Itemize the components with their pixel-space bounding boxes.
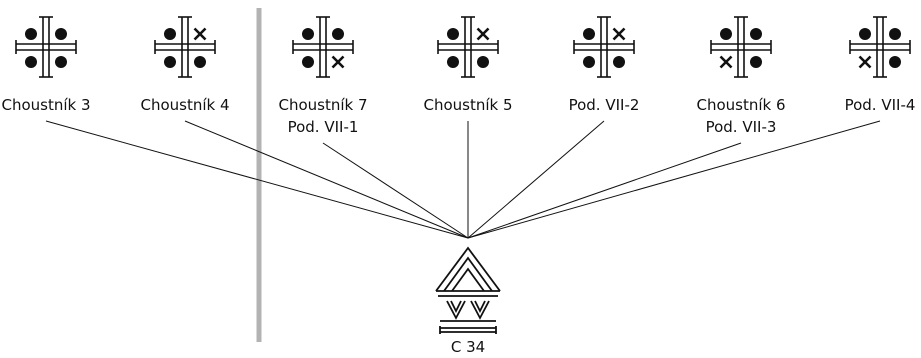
node-label: Pod. VII-3 bbox=[706, 118, 777, 136]
quadrant-dot-icon bbox=[164, 28, 176, 40]
cross-stamp-icon bbox=[710, 16, 772, 78]
quadrant-x-icon bbox=[612, 27, 626, 41]
node-label: Pod. VII-4 bbox=[845, 96, 916, 114]
quadrant-dot-icon bbox=[583, 28, 595, 40]
quadrant-x-icon bbox=[719, 55, 733, 69]
quadrant-dot-icon bbox=[55, 56, 67, 68]
cross-stamp-icon bbox=[154, 16, 216, 78]
quadrant-x-icon bbox=[193, 27, 207, 41]
stamp-nodes: Choustník 3 Choustník 4 Choustník 7 Pod. VI… bbox=[1, 16, 916, 136]
cross-stamp-icon bbox=[437, 16, 499, 78]
quadrant-dot-icon bbox=[302, 28, 314, 40]
connector-line bbox=[184, 120, 469, 239]
cross-stamp-icon bbox=[573, 16, 635, 78]
stamp-node: Choustník 4 bbox=[140, 16, 230, 114]
quadrant-dot-icon bbox=[447, 28, 459, 40]
quadrant-dot-icon bbox=[447, 56, 459, 68]
quadrant-dot-icon bbox=[164, 56, 176, 68]
node-label: Choustník 6 bbox=[696, 96, 785, 114]
node-label: Choustník 3 bbox=[1, 96, 90, 114]
node-label: Choustník 4 bbox=[140, 96, 229, 114]
quadrant-dot-icon bbox=[720, 28, 732, 40]
quadrant-dot-icon bbox=[332, 28, 344, 40]
connector-line bbox=[467, 142, 742, 239]
quadrant-x-icon bbox=[331, 55, 345, 69]
quadrant-dot-icon bbox=[302, 56, 314, 68]
quadrant-x-icon bbox=[476, 27, 490, 41]
quadrant-dot-icon bbox=[55, 28, 67, 40]
quadrant-x-icon bbox=[858, 55, 872, 69]
source-mark-icon bbox=[435, 246, 501, 334]
quadrant-dot-icon bbox=[750, 28, 762, 40]
node-label: Choustník 7 bbox=[278, 96, 367, 114]
stamp-node: Choustník 7 Pod. VII-1 bbox=[278, 16, 368, 136]
quadrant-dot-icon bbox=[583, 56, 595, 68]
quadrant-dot-icon bbox=[25, 56, 37, 68]
node-label: Pod. VII-1 bbox=[288, 118, 359, 136]
cross-stamp-icon bbox=[849, 16, 911, 78]
stamp-node: Choustník 5 bbox=[423, 16, 513, 114]
connector-line bbox=[322, 142, 469, 239]
node-label: Choustník 5 bbox=[423, 96, 512, 114]
cross-stamp-icon bbox=[15, 16, 77, 78]
source-label: C 34 bbox=[451, 338, 485, 356]
cross-stamp-icon bbox=[292, 16, 354, 78]
quadrant-dot-icon bbox=[889, 56, 901, 68]
stamp-node: Pod. VII-2 bbox=[569, 16, 640, 114]
quadrant-dot-icon bbox=[889, 28, 901, 40]
quadrant-dot-icon bbox=[859, 28, 871, 40]
connector-line bbox=[467, 120, 881, 239]
connector-line bbox=[45, 120, 469, 239]
quadrant-dot-icon bbox=[613, 56, 625, 68]
node-label: Pod. VII-2 bbox=[569, 96, 640, 114]
stamp-node: Choustník 6 Pod. VII-3 bbox=[696, 16, 786, 136]
quadrant-dot-icon bbox=[194, 56, 206, 68]
connector-lines bbox=[45, 120, 881, 239]
quadrant-dot-icon bbox=[750, 56, 762, 68]
connector-line bbox=[467, 120, 605, 239]
quadrant-dot-icon bbox=[25, 28, 37, 40]
quadrant-dot-icon bbox=[477, 56, 489, 68]
stamp-node: Pod. VII-4 bbox=[845, 16, 916, 114]
stamp-node: Choustník 3 bbox=[1, 16, 91, 114]
